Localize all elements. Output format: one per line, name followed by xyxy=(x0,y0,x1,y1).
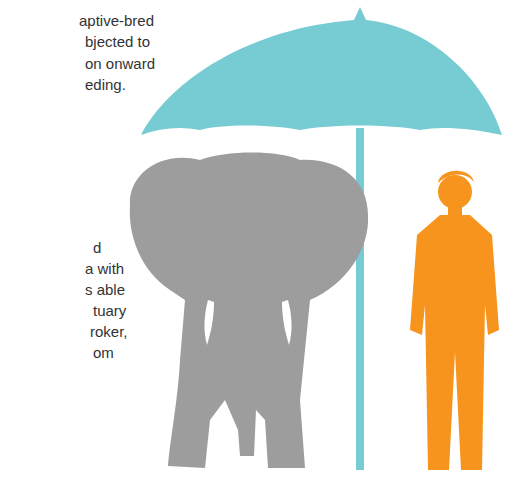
text-fragment: bjected to xyxy=(85,33,150,51)
text-fragment: aptive-bred xyxy=(79,12,154,30)
elephant-tusk xyxy=(282,300,292,345)
umbrella-canopy xyxy=(141,7,502,135)
text-fragment: tuary xyxy=(93,302,126,320)
person-silhouette xyxy=(410,171,499,470)
text-fragment: on onward xyxy=(85,55,155,73)
text-fragment: roker, xyxy=(90,323,128,341)
person-body xyxy=(410,215,499,470)
elephant-silhouette xyxy=(130,153,368,469)
text-fragment: eding. xyxy=(85,76,126,94)
elephant-tusk xyxy=(204,300,214,345)
umbrella-pole xyxy=(356,128,364,470)
person-hair xyxy=(438,171,474,183)
text-fragment: s able xyxy=(85,281,125,299)
elephant-body xyxy=(130,153,368,469)
text-fragment: d xyxy=(93,239,101,257)
person-head xyxy=(438,175,472,209)
text-fragment: om xyxy=(93,344,114,362)
text-fragment: a with xyxy=(85,260,124,278)
